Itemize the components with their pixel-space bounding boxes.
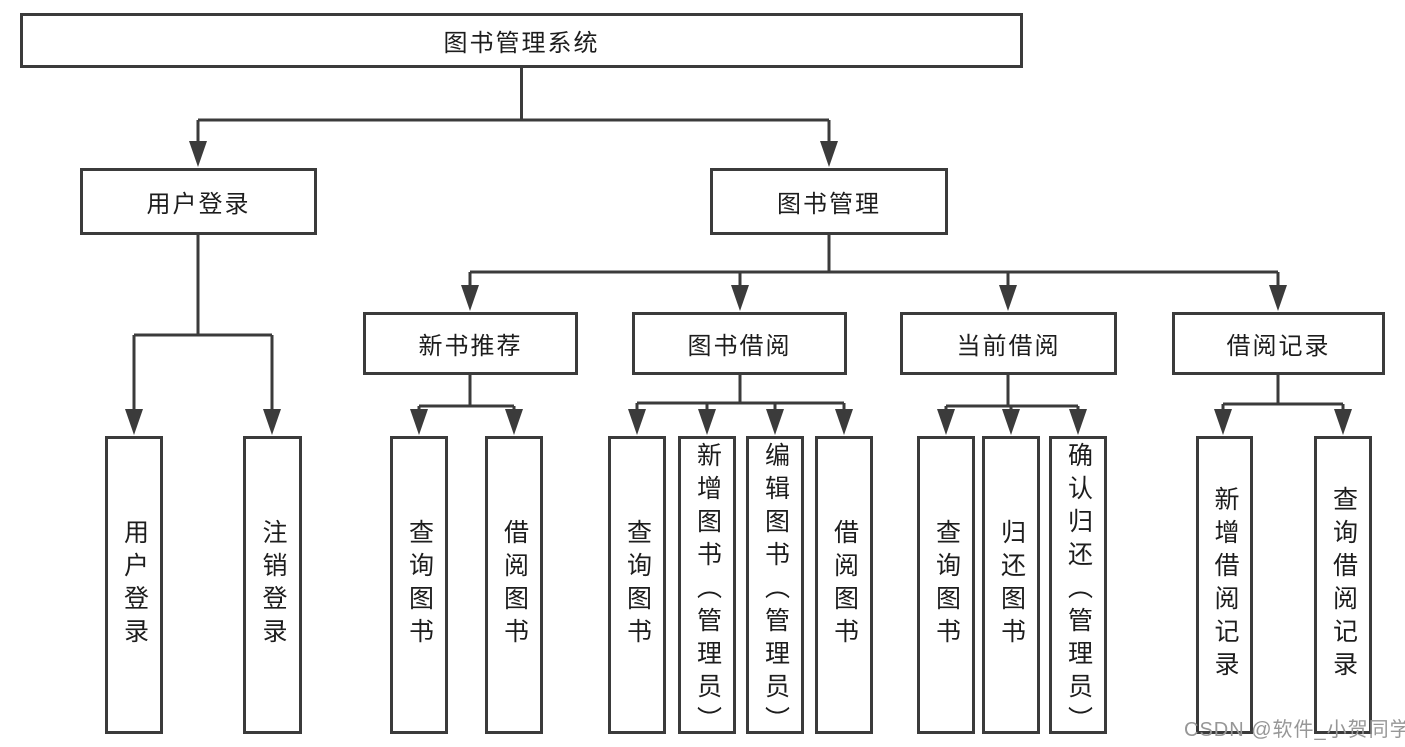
leaf-borrow-books-borrowing: 借阅图书	[815, 436, 873, 734]
node-current-borrowing: 当前借阅	[900, 312, 1117, 375]
leaf-confirm-return-admin: 确认归还（管理员）	[1049, 436, 1107, 739]
arrowheads	[125, 141, 1352, 435]
node-book-management: 图书管理	[710, 168, 948, 235]
leaf-borrow-books-recommend: 借阅图书	[485, 436, 543, 734]
leaf-query-borrow-record: 查询借阅记录	[1314, 436, 1372, 734]
node-library-system: 图书管理系统	[20, 13, 1023, 68]
leaf-query-books-recommend: 查询图书	[390, 436, 448, 734]
leaf-query-books-borrowing: 查询图书	[608, 436, 666, 734]
node-borrowing-records: 借阅记录	[1172, 312, 1385, 375]
node-new-book-recommendation: 新书推荐	[363, 312, 578, 375]
node-user-login: 用户登录	[80, 168, 317, 235]
leaf-return-books: 归还图书	[982, 436, 1040, 734]
csdn-watermark: CSDN @软件_小贺同学	[1184, 719, 1405, 741]
leaf-add-borrow-record: 新增借阅记录	[1196, 436, 1253, 734]
leaf-add-books-admin: 新增图书（管理员）	[678, 436, 736, 739]
node-book-borrowing: 图书借阅	[632, 312, 847, 375]
leaf-user-login: 用户登录	[105, 436, 163, 734]
leaf-logout: 注销登录	[243, 436, 302, 734]
leaf-query-books-current: 查询图书	[917, 436, 975, 734]
leaf-edit-books-admin: 编辑图书（管理员）	[746, 436, 804, 739]
